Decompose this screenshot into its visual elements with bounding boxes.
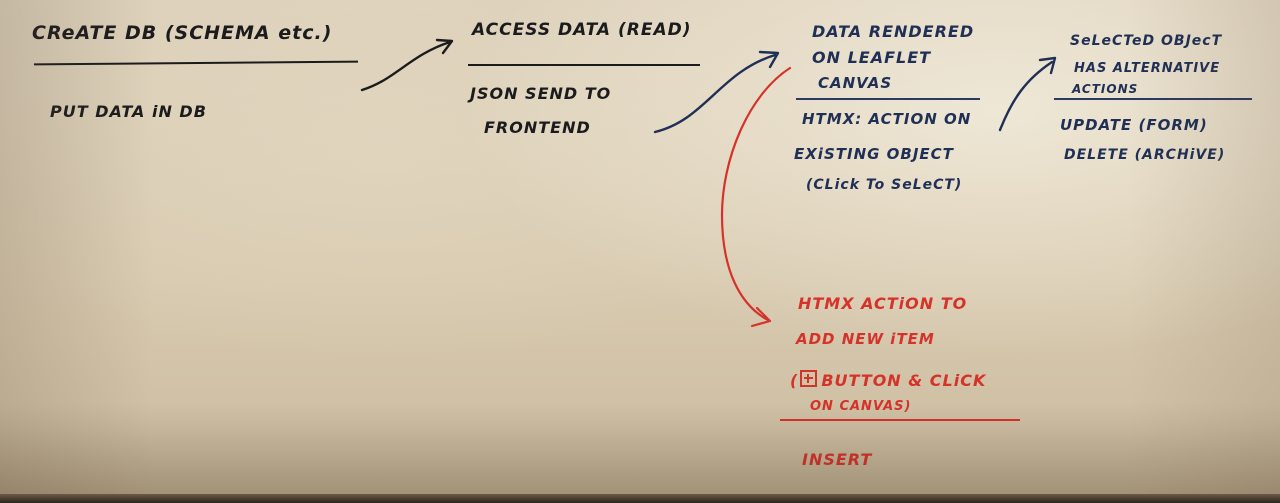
data-rendered-line1: DATA RENDERED <box>812 22 975 41</box>
selected-object-line2: HAS ALTERNATIVE <box>1074 61 1221 76</box>
selected-object-line1: SeLeCTeD OBJecT <box>1070 33 1223 49</box>
add-item-button-click: BUTTON & CLiCK <box>821 371 987 390</box>
json-send-line1: JSON SEND TO <box>470 84 612 103</box>
add-item-line2: ADD NEW iTEM <box>796 330 935 348</box>
data-rendered-underline <box>796 98 980 100</box>
selected-object-line3: ACTIONS <box>1072 82 1139 96</box>
htmx-action-line1: HTMX: ACTION ON <box>802 110 972 128</box>
arrow-render-to-add-item <box>720 66 792 328</box>
put-data-text: PUT DATA iN DB <box>50 102 207 121</box>
data-rendered-line2: ON LEAFLET <box>812 48 932 67</box>
add-item-line1: HTMX ACTiON TO <box>798 294 968 313</box>
add-item-line3: ( BUTTON & CLiCK <box>790 370 986 389</box>
data-rendered-line3: CANVAS <box>818 74 893 92</box>
add-item-paren: ( <box>790 371 799 390</box>
access-data-heading: ACCESS DATA (READ) <box>472 20 692 40</box>
arrow-access-to-render <box>653 50 780 134</box>
add-item-line4: ON CANVAS) <box>810 399 912 414</box>
create-db-heading: CReATE DB (SCHEMA etc.) <box>32 22 333 44</box>
delete-archive-text: DELETE (ARCHiVE) <box>1064 147 1226 163</box>
arrow-render-to-selected <box>998 56 1057 132</box>
htmx-action-line3: (CLick To SeLeCT) <box>806 177 963 193</box>
selected-object-underline <box>1054 98 1252 100</box>
add-item-underline <box>780 419 1020 421</box>
board-bottom-edge <box>0 494 1280 503</box>
json-send-line2: FRONTEND <box>484 118 591 137</box>
add-button-icon <box>800 370 818 387</box>
insert-text: INSERT <box>802 450 873 469</box>
access-data-underline <box>468 64 700 66</box>
htmx-action-line2: EXiSTING OBJECT <box>794 145 954 163</box>
arrow-create-to-access <box>360 38 454 92</box>
update-form-text: UPDATE (FORM) <box>1060 116 1208 134</box>
